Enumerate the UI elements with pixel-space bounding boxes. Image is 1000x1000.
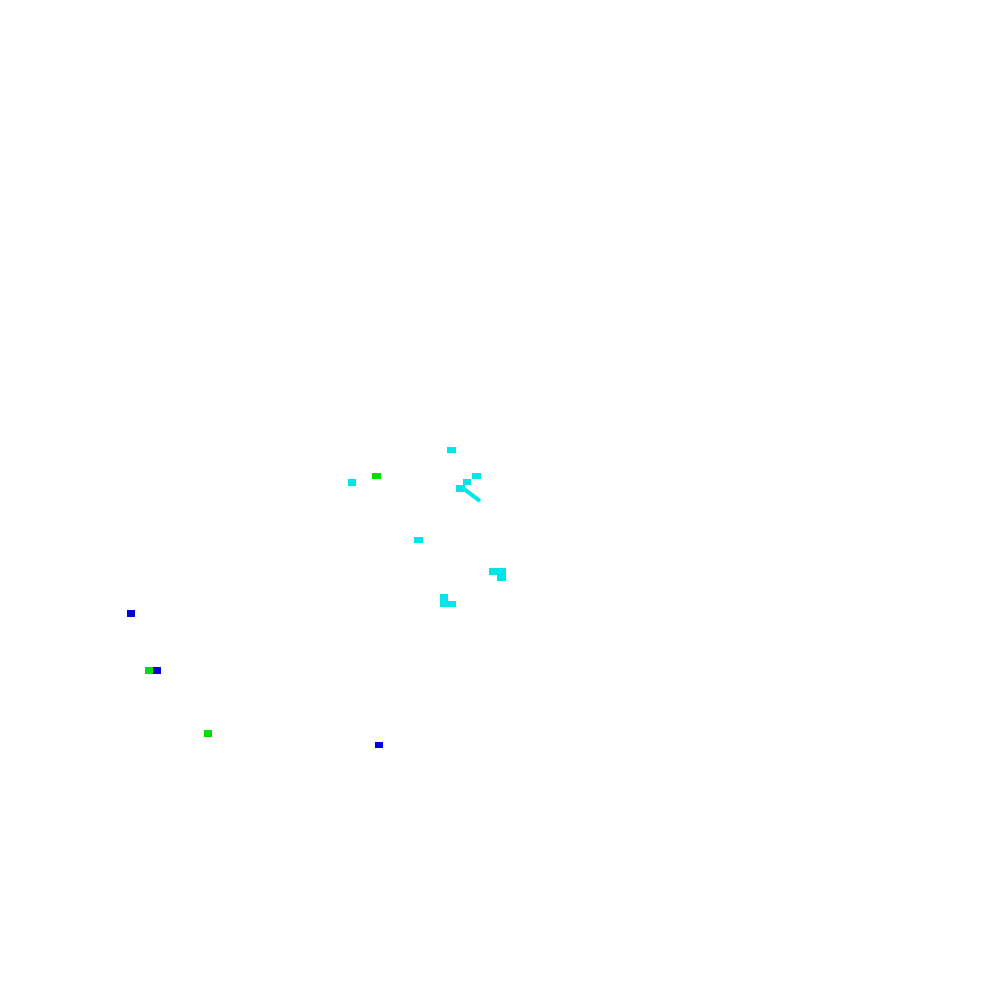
cyan-pixel-block [497, 575, 506, 581]
cyan-diagonal-stroke [462, 487, 482, 503]
cyan-pixel-block [447, 447, 456, 453]
cyan-pixel-block [440, 594, 448, 601]
cyan-pixel-block [472, 473, 481, 479]
cyan-pixel-block [489, 568, 506, 575]
blue-pixel-block [375, 742, 383, 748]
cyan-pixel-block [348, 479, 356, 486]
cyan-pixel-block [456, 485, 465, 492]
green-pixel-block [204, 730, 212, 737]
blue-pixel-block [153, 667, 161, 674]
cyan-pixel-block [440, 601, 456, 607]
green-pixel-block [372, 473, 381, 479]
green-pixel-block [145, 667, 153, 674]
cyan-pixel-block [463, 479, 471, 485]
cyan-pixel-block [414, 537, 423, 543]
blue-pixel-block [127, 610, 135, 617]
